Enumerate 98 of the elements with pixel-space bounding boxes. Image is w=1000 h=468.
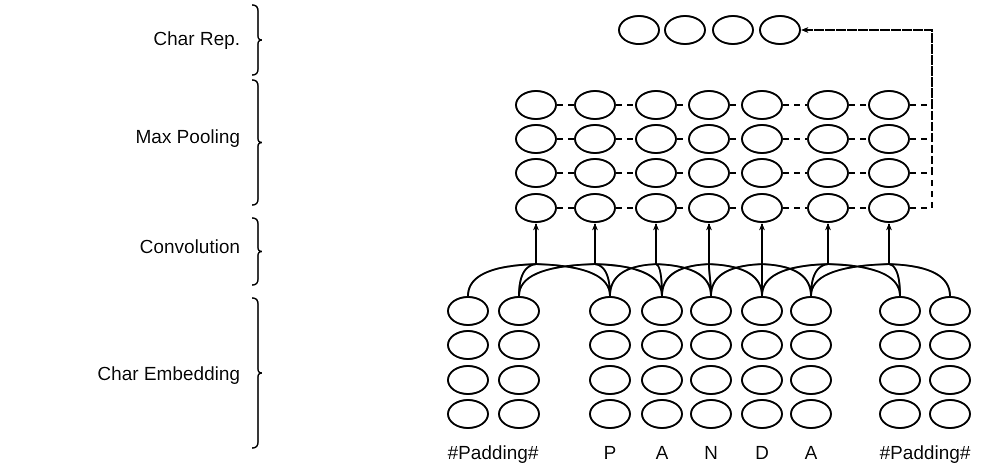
- neuron-circle: [807, 158, 849, 188]
- neuron-circle: [447, 330, 489, 360]
- character-label: A: [804, 443, 818, 465]
- neuron-circle: [690, 330, 732, 360]
- layer-label: Char Embedding: [97, 364, 240, 386]
- dashed-line: [849, 104, 868, 106]
- neuron-circle: [635, 90, 677, 120]
- dashed-line: [783, 172, 807, 174]
- neuron-circle: [690, 365, 732, 395]
- neuron-circle: [741, 330, 783, 360]
- dashed-line: [616, 207, 635, 209]
- neuron-circle: [574, 124, 616, 154]
- dashed-line: [849, 207, 868, 209]
- neuron-circle: [790, 399, 832, 429]
- neuron-circle: [741, 399, 783, 429]
- neuron-circle: [807, 193, 849, 223]
- neuron-circle: [741, 365, 783, 395]
- character-label: #Padding#: [448, 443, 538, 465]
- neuron-circle: [574, 193, 616, 223]
- neuron-circle: [807, 90, 849, 120]
- dashed-line: [783, 207, 807, 209]
- neuron-circle: [741, 193, 783, 223]
- layer-label: Convolution: [140, 237, 240, 259]
- neuron-circle: [688, 158, 730, 188]
- neuron-circle: [868, 193, 910, 223]
- neuron-circle: [515, 158, 557, 188]
- neuron-circle: [589, 330, 631, 360]
- neuron-circle: [589, 399, 631, 429]
- neuron-circle: [574, 90, 616, 120]
- neuron-circle: [759, 15, 801, 45]
- neuron-circle: [790, 365, 832, 395]
- dashed-line: [616, 104, 635, 106]
- character-label: D: [755, 443, 769, 465]
- neuron-circle: [741, 124, 783, 154]
- neuron-circle: [589, 365, 631, 395]
- character-label: A: [656, 443, 668, 465]
- neuron-circle: [688, 124, 730, 154]
- neuron-circle: [498, 399, 540, 429]
- neuron-circle: [641, 399, 683, 429]
- neuron-circle: [635, 193, 677, 223]
- neuron-circle: [879, 399, 921, 429]
- neuron-circle: [879, 330, 921, 360]
- neuron-circle: [641, 330, 683, 360]
- neuron-circle: [641, 365, 683, 395]
- neuron-circle: [929, 365, 971, 395]
- neuron-circle: [712, 15, 754, 45]
- neuron-circle: [690, 296, 732, 326]
- dashed-line: [783, 104, 807, 106]
- neuron-circle: [574, 158, 616, 188]
- dashed-line: [783, 138, 807, 140]
- character-label: #Padding#: [880, 443, 970, 465]
- neuron-circle: [447, 399, 489, 429]
- neuron-circle: [498, 365, 540, 395]
- neuron-circle: [879, 365, 921, 395]
- neuron-circle: [447, 296, 489, 326]
- neuron-circle: [664, 15, 706, 45]
- neuron-circle: [447, 365, 489, 395]
- arrow: [592, 223, 663, 296]
- dashed-arrow: [801, 27, 933, 209]
- neuron-circle: [879, 296, 921, 326]
- arrow: [886, 223, 951, 296]
- neuron-circle: [929, 296, 971, 326]
- neuron-circle: [515, 124, 557, 154]
- neuron-circle: [741, 90, 783, 120]
- neuron-circle: [868, 124, 910, 154]
- dashed-line: [616, 138, 635, 140]
- neuron-circle: [498, 296, 540, 326]
- neuron-circle: [635, 124, 677, 154]
- dashed-line: [849, 138, 868, 140]
- dashed-line: [849, 172, 868, 174]
- neuron-circle: [741, 296, 783, 326]
- neuron-circle: [690, 399, 732, 429]
- neuron-circle: [868, 158, 910, 188]
- neuron-circle: [807, 124, 849, 154]
- dashed-line: [557, 172, 574, 174]
- neuron-circle: [589, 296, 631, 326]
- dashed-line: [557, 207, 574, 209]
- neuron-circle: [515, 193, 557, 223]
- neuron-circle: [868, 90, 910, 120]
- dashed-line: [557, 104, 574, 106]
- neuron-circle: [929, 399, 971, 429]
- neuron-circle: [741, 158, 783, 188]
- neuron-circle: [790, 330, 832, 360]
- neuron-circle: [498, 330, 540, 360]
- neuron-circle: [515, 90, 557, 120]
- character-label: N: [704, 443, 718, 465]
- dashed-line: [557, 138, 574, 140]
- neuron-circle: [688, 193, 730, 223]
- dashed-line: [616, 172, 635, 174]
- neuron-circle: [618, 15, 660, 45]
- neuron-circle: [790, 296, 832, 326]
- neuron-circle: [641, 296, 683, 326]
- neuron-circle: [688, 90, 730, 120]
- layer-label: Max Pooling: [135, 127, 240, 149]
- neuron-circle: [635, 158, 677, 188]
- neuron-circle: [929, 330, 971, 360]
- layer-label: Char Rep.: [153, 29, 240, 51]
- character-label: P: [604, 443, 616, 465]
